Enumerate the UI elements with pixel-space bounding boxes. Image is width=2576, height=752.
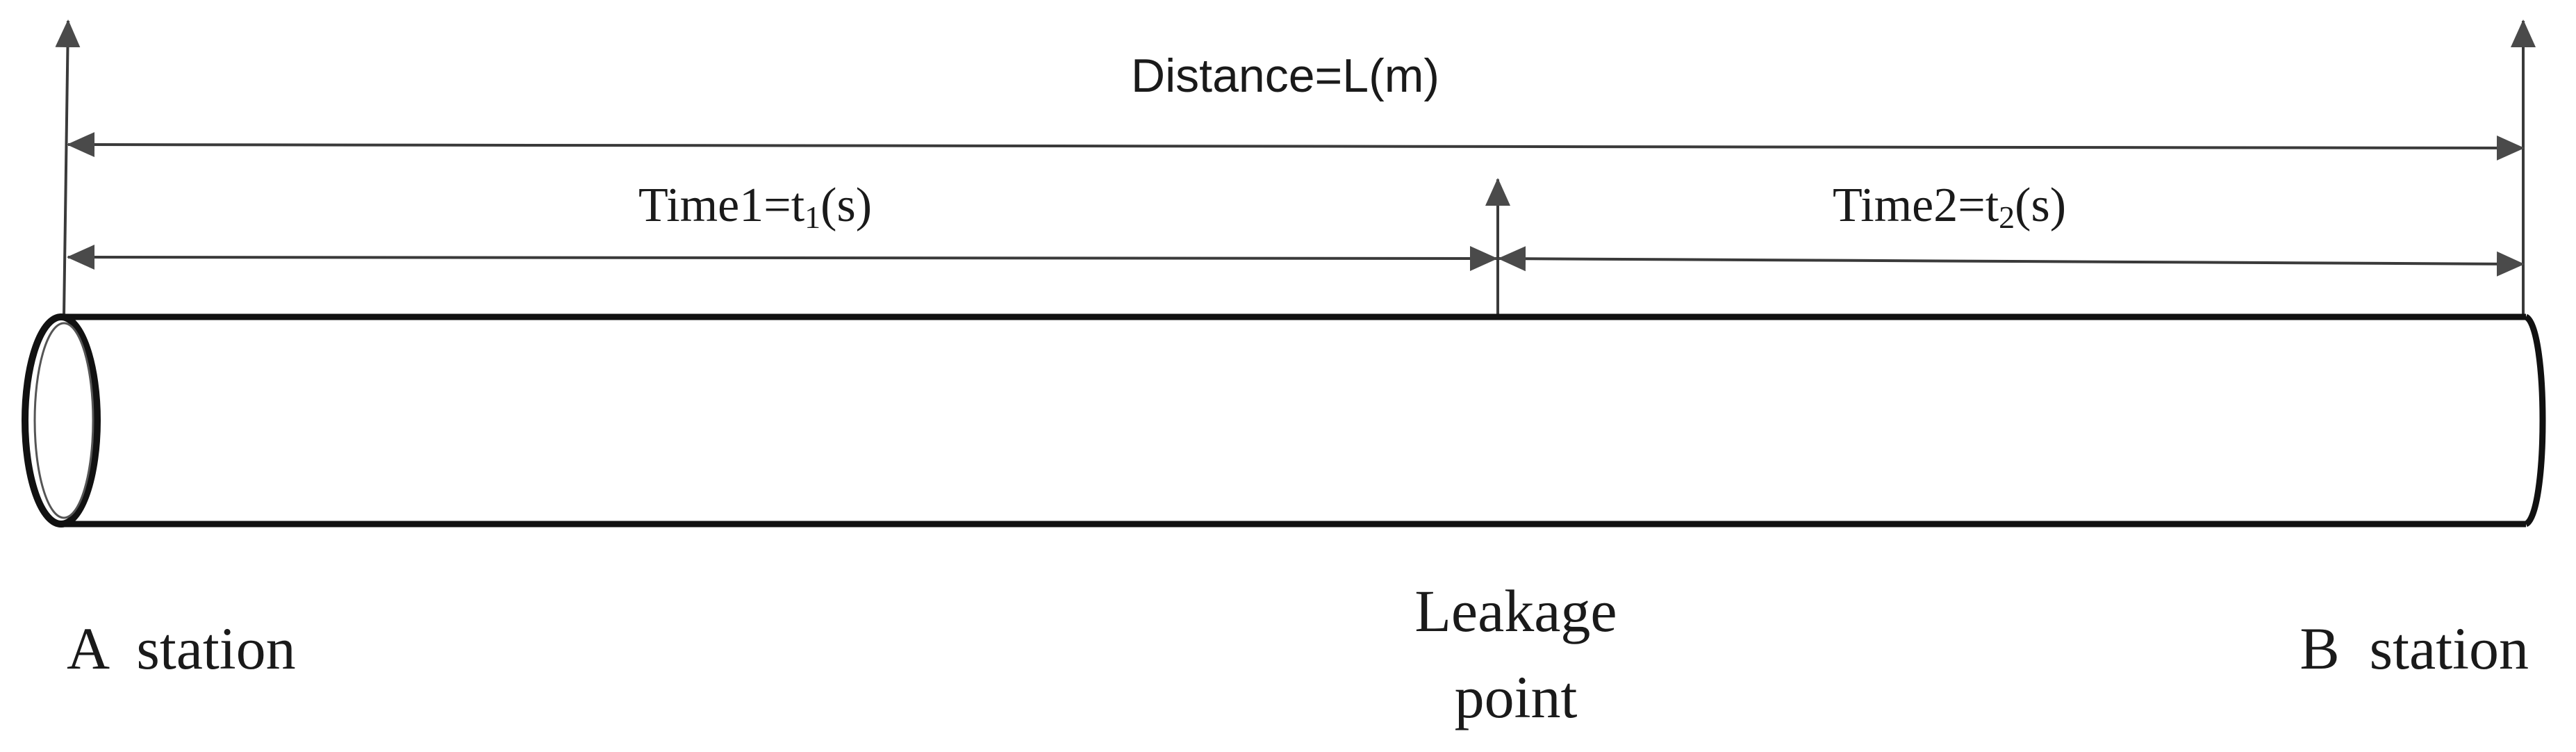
leakage-point-label-line2: point — [1455, 664, 1578, 730]
time1-subscript: 1 — [804, 199, 820, 235]
time1-dimension-line — [67, 245, 1498, 271]
pipe-left-end-inner — [33, 322, 94, 519]
station-b-label: B station — [2300, 615, 2529, 682]
time1-label: Time1=t1(s) — [638, 179, 872, 235]
pipe-right-end — [2524, 313, 2546, 528]
station-a-marker-line — [55, 19, 81, 317]
time2-label: Time2=t2(s) — [1833, 179, 2066, 235]
leakage-point-label-line1: Leakage — [1414, 578, 1617, 644]
distance-label: Distance=L(m) — [1131, 49, 1439, 102]
pipe-left-end — [22, 313, 101, 528]
distance-dimension-line — [67, 132, 2525, 161]
station-a-label: A station — [67, 615, 296, 682]
pipe — [22, 313, 2546, 528]
time2-subscript: 2 — [1999, 199, 2015, 235]
time2-dimension-line — [1498, 246, 2525, 277]
